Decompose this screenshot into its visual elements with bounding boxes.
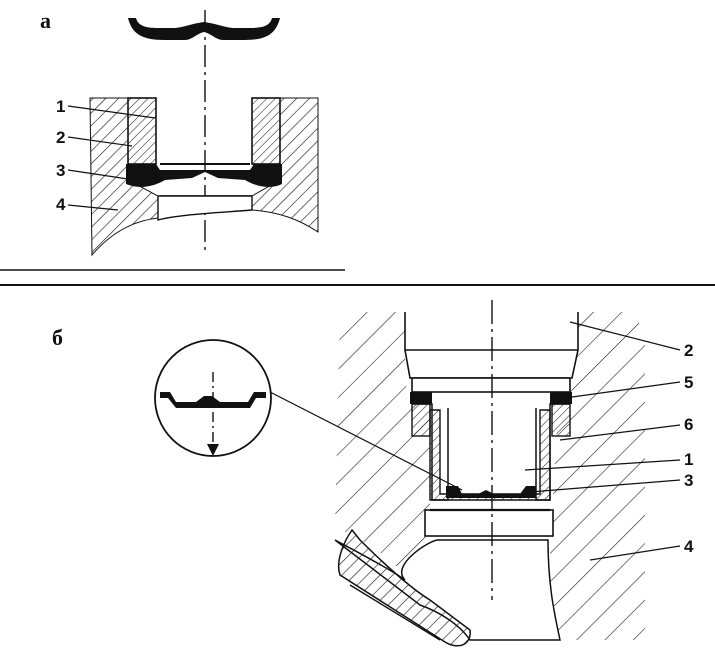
panel-b-callout-3: 3 [684,471,693,490]
panel-b-sleeve-right [551,403,571,437]
panel-b-cup [429,409,551,501]
panel-b: б [52,300,694,647]
panel-b-callout-5: 5 [684,373,693,392]
panel-b-callout-6: 6 [684,415,693,434]
panel-a-letter: a [40,8,51,33]
panel-a-seal [126,164,282,187]
panel-b-pipe [338,528,471,647]
panel-a-neck [157,195,253,221]
panel-a-callout-1: 1 [56,97,65,116]
panel-b-valve [446,486,536,498]
panel-b-callout-4: 4 [684,537,694,556]
panel-b-callout-1: 1 [684,450,693,469]
panel-b-housing-left [335,312,435,575]
panel-a-sleeve-left [127,97,157,165]
panel-a: a 1 2 3 4 [40,8,319,257]
panel-a-callout-3: 3 [56,161,65,180]
panel-b-oring-left [410,392,432,404]
panel-b-oring-right [550,392,572,404]
panel-b-letter: б [52,325,63,350]
panel-b-detail-circle [154,339,272,457]
panel-b-housing-right [550,312,645,640]
panel-b-detail-leader [269,391,463,491]
panel-a-callout-2: 2 [56,128,65,147]
panel-a-callout-4: 4 [56,195,66,214]
panel-a-housing-left [89,97,159,257]
panel-a-cup-detached [128,18,280,40]
panel-a-sleeve-right [251,97,281,165]
panel-b-sleeve-left [411,403,431,437]
panel-b-callout-2: 2 [684,341,693,360]
